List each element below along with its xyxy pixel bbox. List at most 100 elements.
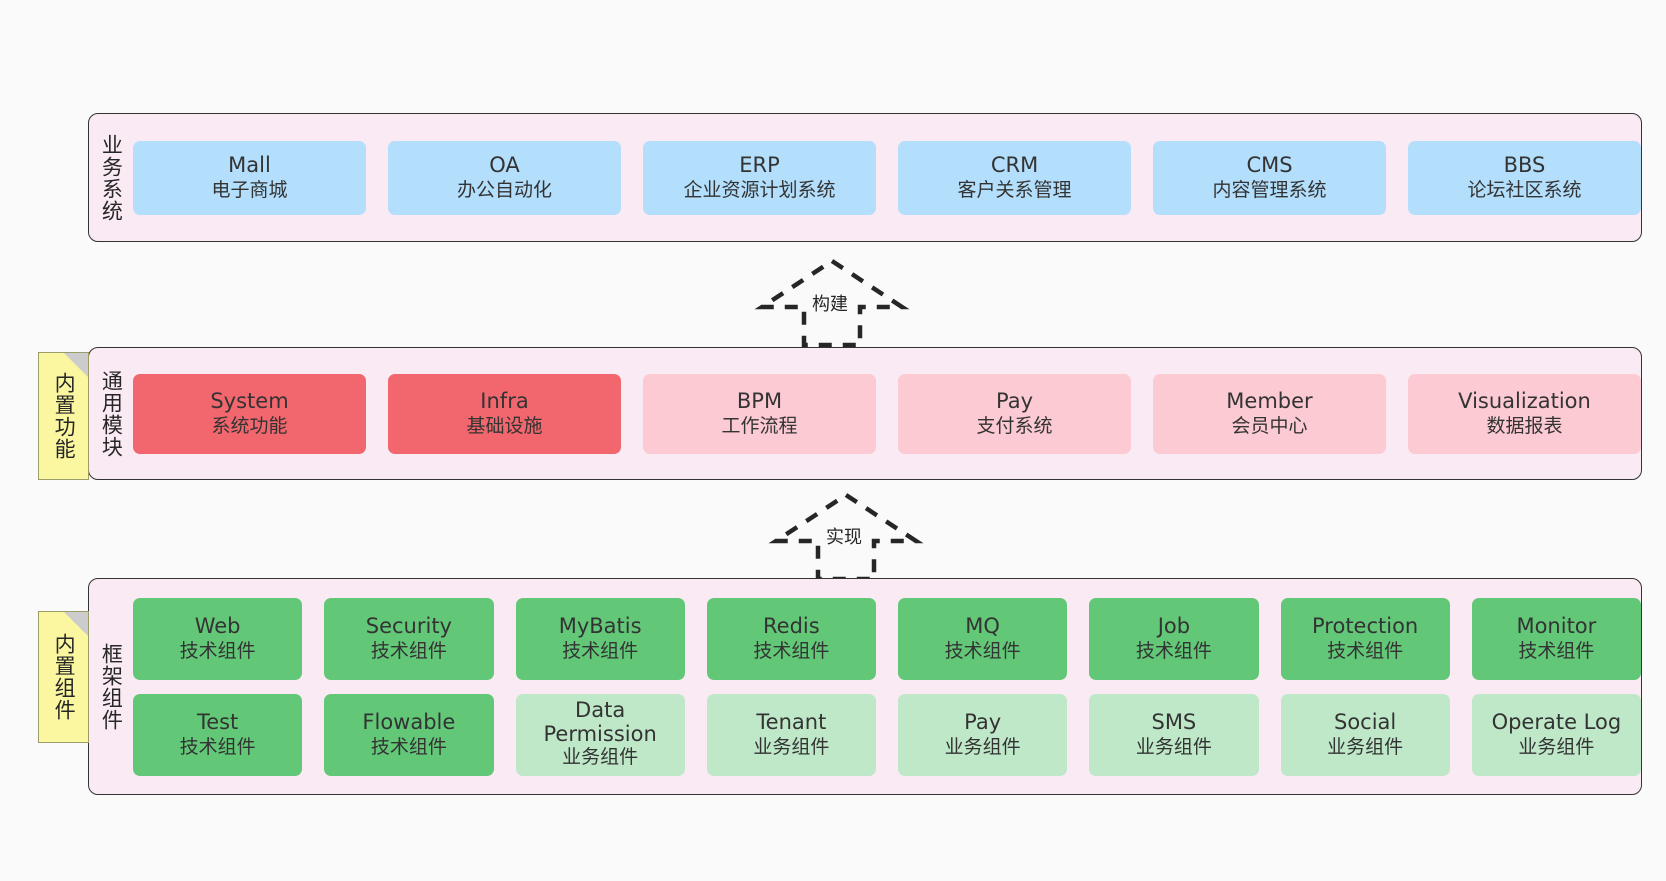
card-member-cn: 会员中心 [1231, 414, 1308, 437]
layer-module-body: System 系统功能 Infra 基础设施 BPM 工作流程 Pay 支付系统… [133, 348, 1641, 479]
card-security-en: Security [365, 614, 452, 639]
card-social[interactable]: Social 业务组件 [1280, 693, 1450, 776]
layer-framework-component: 框架组件 Web 技术组件 Security 技术组件 MyBatis 技术组件… [88, 578, 1642, 795]
card-social-en: Social [1333, 710, 1397, 735]
card-pay-module-en: Pay [995, 389, 1034, 414]
card-infra-cn: 基础设施 [466, 414, 543, 437]
card-tenant[interactable]: Tenant 业务组件 [706, 693, 876, 776]
business-card-row: Mall 电子商城 OA 办公自动化 ERP 企业资源计划系统 CRM 客户关系… [133, 140, 1641, 215]
card-sms-en: SMS [1151, 710, 1197, 735]
module-card-row: System 系统功能 Infra 基础设施 BPM 工作流程 Pay 支付系统… [133, 373, 1641, 454]
card-test-en: Test [196, 710, 239, 735]
card-erp[interactable]: ERP 企业资源计划系统 [643, 140, 876, 215]
card-redis-en: Redis [763, 614, 820, 639]
card-sms[interactable]: SMS 业务组件 [1089, 693, 1259, 776]
card-cms-cn: 内容管理系统 [1212, 178, 1327, 201]
card-mybatis-en: MyBatis [558, 614, 642, 639]
card-oa-cn: 办公自动化 [456, 178, 552, 201]
connector-implement-arrow [766, 489, 926, 582]
sticky-note-builtin-features-label: 内置功能 [52, 372, 77, 460]
card-cms[interactable]: CMS 内容管理系统 [1153, 140, 1386, 215]
card-pay-component-cn: 业务组件 [944, 735, 1021, 758]
card-erp-cn: 企业资源计划系统 [683, 178, 836, 201]
card-data-permission[interactable]: Data Permission 业务组件 [515, 693, 685, 776]
card-monitor-en: Monitor [1516, 614, 1597, 639]
card-mybatis-cn: 技术组件 [562, 639, 639, 662]
card-flowable-en: Flowable [362, 710, 456, 735]
sticky-note-builtin-components: 内置组件 [38, 611, 89, 743]
card-security-cn: 技术组件 [370, 639, 447, 662]
card-visualization-en: Visualization [1458, 389, 1591, 414]
card-protection[interactable]: Protection 技术组件 [1280, 597, 1450, 680]
card-security[interactable]: Security 技术组件 [324, 597, 494, 680]
card-social-cn: 业务组件 [1327, 735, 1404, 758]
card-test-cn: 技术组件 [179, 735, 256, 758]
card-infra-en: Infra [480, 389, 529, 414]
connector-implement-label: 实现 [826, 527, 862, 548]
layer-business-body: Mall 电子商城 OA 办公自动化 ERP 企业资源计划系统 CRM 客户关系… [133, 114, 1641, 241]
sticky-note-builtin-features: 内置功能 [38, 352, 89, 480]
card-job[interactable]: Job 技术组件 [1089, 597, 1259, 680]
layer-framework-title: 框架组件 [99, 642, 124, 731]
card-oa[interactable]: OA 办公自动化 [388, 140, 621, 215]
card-system-en: System [210, 389, 289, 414]
card-mybatis[interactable]: MyBatis 技术组件 [515, 597, 685, 680]
card-operate-log[interactable]: Operate Log 业务组件 [1471, 693, 1641, 776]
card-pay-component[interactable]: Pay 业务组件 [898, 693, 1068, 776]
layer-module-title: 通用模块 [99, 369, 124, 458]
card-operate-log-en: Operate Log [1491, 710, 1622, 735]
card-infra[interactable]: Infra 基础设施 [388, 373, 621, 454]
card-flowable[interactable]: Flowable 技术组件 [324, 693, 494, 776]
card-protection-cn: 技术组件 [1327, 639, 1404, 662]
card-bpm-en: BPM [736, 389, 783, 414]
card-tenant-en: Tenant [756, 710, 827, 735]
card-system-cn: 系统功能 [211, 414, 288, 437]
framework-tech-row: Web 技术组件 Security 技术组件 MyBatis 技术组件 Redi… [133, 597, 1641, 680]
card-job-cn: 技术组件 [1135, 639, 1212, 662]
framework-biz-row: Test 技术组件 Flowable 技术组件 Data Permission … [133, 693, 1641, 776]
card-member[interactable]: Member 会员中心 [1153, 373, 1386, 454]
card-crm-en: CRM [990, 153, 1039, 178]
card-tenant-cn: 业务组件 [753, 735, 830, 758]
card-oa-en: OA [489, 153, 520, 178]
card-member-en: Member [1226, 389, 1313, 414]
card-mall-en: Mall [228, 153, 271, 178]
card-mq-en: MQ [965, 614, 1000, 639]
card-cms-en: CMS [1246, 153, 1293, 178]
card-bpm[interactable]: BPM 工作流程 [643, 373, 876, 454]
card-mq[interactable]: MQ 技术组件 [898, 597, 1068, 680]
card-mall[interactable]: Mall 电子商城 [133, 140, 366, 215]
sticky-fold-corner-icon [64, 612, 88, 636]
layer-common-module: 通用模块 System 系统功能 Infra 基础设施 BPM 工作流程 Pay… [88, 347, 1642, 480]
card-mq-cn: 技术组件 [944, 639, 1021, 662]
card-bbs-en: BBS [1503, 153, 1546, 178]
card-pay-component-en: Pay [964, 710, 1002, 735]
hollow-up-arrow-icon [754, 258, 910, 348]
sticky-fold-corner-icon [64, 353, 88, 377]
card-bpm-cn: 工作流程 [721, 414, 798, 437]
card-pay-module[interactable]: Pay 支付系统 [898, 373, 1131, 454]
layer-business-title: 业务系统 [99, 133, 124, 222]
card-web[interactable]: Web 技术组件 [133, 597, 303, 680]
connector-build-arrow [752, 255, 912, 348]
card-crm-cn: 客户关系管理 [957, 178, 1072, 201]
card-crm[interactable]: CRM 客户关系管理 [898, 140, 1131, 215]
card-bbs-cn: 论坛社区系统 [1467, 178, 1582, 201]
card-test[interactable]: Test 技术组件 [133, 693, 303, 776]
card-redis-cn: 技术组件 [753, 639, 830, 662]
layer-business-system: 业务系统 Mall 电子商城 OA 办公自动化 ERP 企业资源计划系统 CRM… [88, 113, 1642, 242]
sticky-note-builtin-components-label: 内置组件 [52, 633, 77, 721]
layer-framework-body: Web 技术组件 Security 技术组件 MyBatis 技术组件 Redi… [133, 579, 1641, 794]
card-data-permission-cn: 业务组件 [562, 746, 639, 769]
card-redis[interactable]: Redis 技术组件 [706, 597, 876, 680]
card-system[interactable]: System 系统功能 [133, 373, 366, 454]
card-bbs[interactable]: BBS 论坛社区系统 [1408, 140, 1641, 215]
card-web-cn: 技术组件 [179, 639, 256, 662]
card-mall-cn: 电子商城 [211, 178, 288, 201]
card-visualization[interactable]: Visualization 数据报表 [1408, 373, 1641, 454]
card-monitor[interactable]: Monitor 技术组件 [1471, 597, 1641, 680]
card-monitor-cn: 技术组件 [1518, 639, 1595, 662]
card-erp-en: ERP [739, 153, 780, 178]
card-sms-cn: 业务组件 [1135, 735, 1212, 758]
